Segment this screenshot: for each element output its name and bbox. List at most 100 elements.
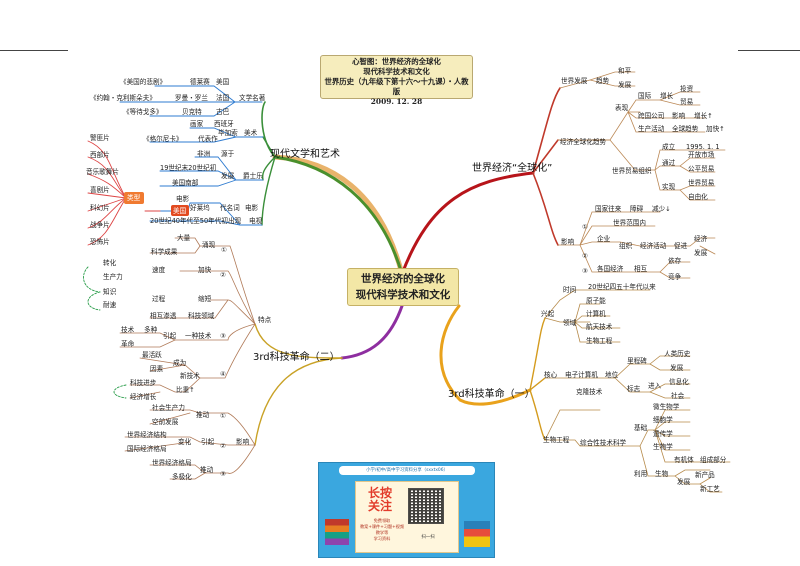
m2: 多极化 [172,472,192,481]
dev-trend: 趋势 [596,76,610,85]
central-line-1: 世界经济的全球化 [361,273,445,285]
i2: 世界范围内 [613,218,646,227]
mark-a: 进入 [648,382,662,390]
jazz-a: 非洲 [197,149,211,158]
qr-code-icon[interactable] [408,488,444,524]
film-cat-1: 警匪片 [90,133,110,142]
e1: 技术 [121,325,135,334]
f4: 新技术 [180,371,200,380]
wto-c: 通过 [662,158,676,167]
promo-title-2: 关注 [367,499,392,513]
title-line-1: 心智图：世界经济的全球化 [352,57,441,66]
wto-e: 公平贸易 [688,164,714,173]
g3: 比重↑ [176,385,195,394]
mnc-a: 影响 [672,111,686,120]
i4-b: 依存 [668,256,682,265]
art-e: 《格尔尼卡》 [143,134,183,143]
promo-sub-2: 教案+课件+习题+视频教学等 [359,524,405,535]
mark-b: 信息化 [669,377,689,386]
culture-labels: 文学名著 美国 德莱赛 《美国的悲剧》 法国 罗曼・罗兰 《约翰・克利斯朵夫》 … [86,77,266,246]
mnc-b: 增长↑ [694,111,713,120]
lit-other: 古巴 [216,107,230,116]
lit-other-book: 《等待戈多》 [123,107,163,116]
rev2-labels: 特点 大量 科学成果 涌现 ① 转化 生产力 速度 加快 ② 知识 过程 缩短 … [103,233,272,481]
e3: 革命 [121,339,135,348]
title-box: 心智图：世界经济的全球化 现代科学技术和文化 世界历史（九年级下第十六～十九课）… [320,55,473,106]
base: 基础 [634,423,648,432]
impact-n1: ① [582,223,588,231]
b4: 加快 [198,265,212,274]
promo-scan-text: 扫一扫 [421,535,435,540]
wto-b: 1995. 1. 1 [686,143,720,151]
promo-sub-1: 免费领取 [373,518,391,523]
mark-c: 社会 [671,391,685,400]
branch-rev2: 3rd科技革命（二） [253,350,340,363]
i4-c: 竞争 [668,272,682,281]
ms-a: 人类历史 [664,349,691,358]
g2: 经济增长 [130,392,157,401]
a2: 科学成果 [151,247,178,256]
rev1-labels: 兴起 时间 20世纪四五十年代以来 领域 原子能 计算机 航天技术 生物工程 核… [541,282,727,493]
b2: 细胞学 [653,415,673,424]
intl-a: 增长 [660,91,674,100]
promo-banner[interactable]: 小学/初中/高中学习资料分享（sxxtx06） 长按 关注 免费领取 教案+课件… [318,462,495,558]
f-n: ④ [220,370,226,378]
k2: 国际经济格局 [127,444,167,453]
g1: 科技进步 [130,378,157,387]
film-a: 好莱坞 [190,203,210,212]
film-b: 代名词 [220,203,240,212]
jazz-e: 发展 [221,171,235,180]
books-icon-right [464,521,490,547]
impact-n2: ② [582,252,588,260]
c4: 耐速 [103,301,117,309]
wto-a: 成立 [662,142,676,151]
m1: 世界经济格局 [152,458,192,467]
tv-b: 20世纪40年代至50年代初 [150,216,228,225]
title-line-4: 2009. 12. 28 [370,97,423,106]
ms: 里程碑 [627,356,647,365]
central-topic: 世界经济的全球化 现代科学技术和文化 [347,268,459,306]
jazz-b: 源于 [221,149,235,158]
f1: 最活跃 [142,350,162,359]
lit-us: 美国 [216,77,230,86]
promo-top-text: 小学/初中/高中学习资料分享（sxxtx06） [339,466,475,475]
i3-e: 发展 [694,248,708,257]
m3: 推动 [200,465,214,474]
b2: 生产力 [103,272,123,281]
dev-a: 和平 [618,66,632,75]
film-cat-3: 音乐歌舞片 [86,167,119,176]
wto-h: 自由化 [688,192,708,201]
h1: 社会生产力 [152,403,185,412]
influ: 影响 [236,437,250,446]
lit-us-book: 《美国的悲剧》 [120,77,166,86]
film-cat-2: 西部片 [90,150,110,159]
f3: 航天技术 [586,322,613,331]
promo-subtext: 免费领取 教案+课件+习题+视频教学等 学习资料 [358,518,406,542]
books-icon [325,519,349,545]
wto: 世界贸易组织 [612,166,652,175]
field: 领域 [563,318,577,327]
prod-a: 全球趋势 [672,124,699,133]
econ: 经济全球化趋势 [560,137,607,146]
branch-rev1: 3rd科技革命（一） [448,387,535,400]
e5: 一种技术 [185,331,212,340]
lit-fr: 法国 [216,93,230,102]
global-labels: 世界发展 趋势 和平 发展 经济全球化趋势 表现 国际 增长 投资 贸易 跨国公… [560,66,725,281]
b6: 组成部分 [700,455,727,464]
jazz-d: 美国南部 [172,178,199,187]
k-n: ② [220,442,226,450]
a1: 大量 [177,233,191,242]
i3-b: 经济活动 [640,241,667,250]
film-cat-7: 恐怖片 [90,237,110,246]
branch-global: 世界经济“全球化” [472,161,552,174]
lit-other-author: 贝克特 [182,107,202,116]
art-label: 美术 [244,128,258,137]
a-n: ① [221,246,227,254]
film-d: 美国 [173,206,187,215]
show: 表现 [615,103,629,112]
lit-label: 文学名著 [239,93,266,102]
impact-n3: ③ [582,267,588,275]
prod: 生产活动 [638,124,665,133]
i3-c: 促进 [674,241,688,250]
bio: 生物工程 [543,435,570,444]
